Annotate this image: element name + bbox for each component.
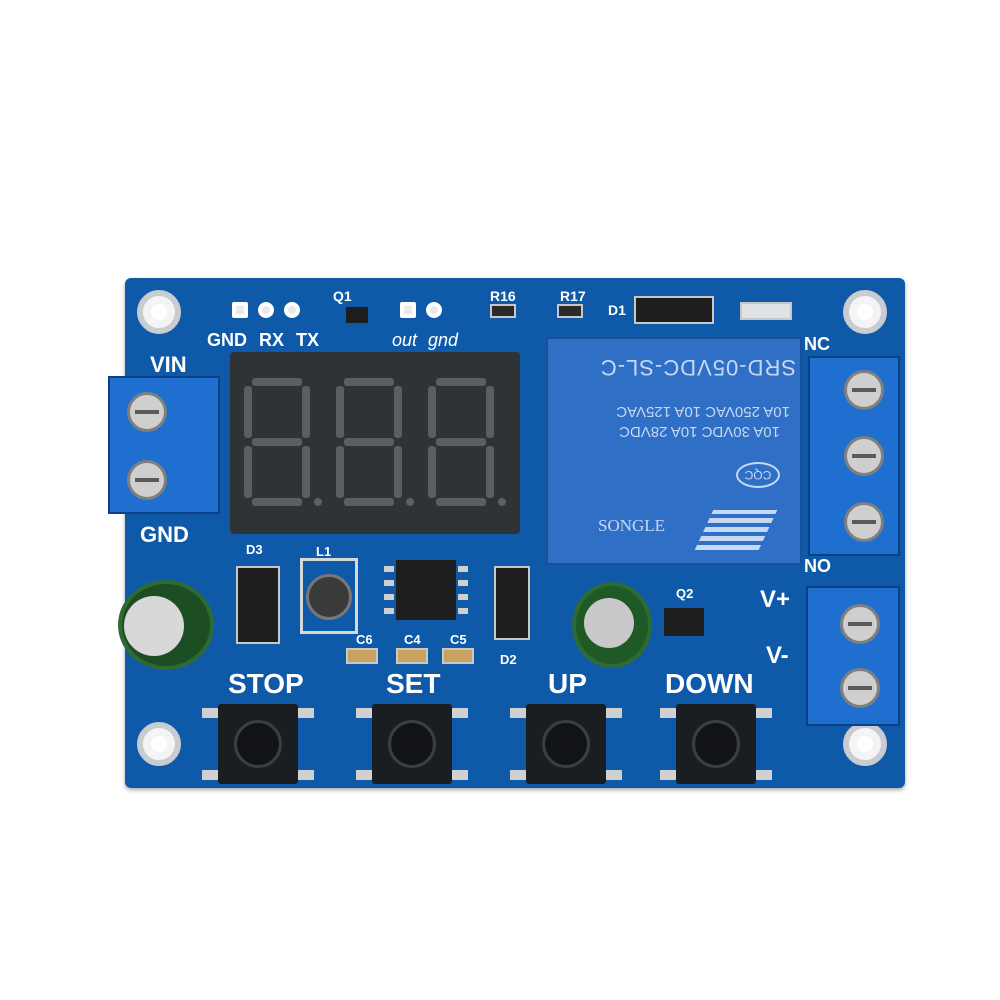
regulator-ic: [396, 560, 456, 620]
d2-label: D2: [500, 652, 517, 667]
d1-diode: [634, 296, 714, 324]
d1-label: D1: [608, 302, 626, 318]
cqc-mark: CQC: [736, 462, 780, 488]
out-label: out: [392, 330, 418, 350]
header-tx-label: TX: [296, 330, 320, 350]
seven-segment-display: [230, 352, 520, 534]
c5-label: C5: [450, 632, 467, 647]
com-screw[interactable]: [844, 436, 884, 476]
relay-brand: SONGLE: [598, 516, 666, 535]
mounting-hole-top-right: [843, 290, 887, 334]
l1-label: L1: [316, 544, 332, 559]
no-screw[interactable]: [844, 502, 884, 542]
r17-label: R17: [560, 288, 586, 304]
q1-label: Q1: [333, 288, 352, 304]
c4-capacitor: [396, 648, 428, 664]
c5-capacitor: [442, 648, 474, 664]
up-button[interactable]: [510, 704, 622, 784]
r16-label: R16: [490, 288, 516, 304]
out-pad: [400, 302, 416, 318]
r16-resistor: [490, 304, 516, 318]
set-button[interactable]: [356, 704, 468, 784]
vin-label: VIN: [150, 352, 187, 377]
v-plus-label: V+: [760, 586, 791, 613]
relay-rating-dc: 10A 30VDC 10A 28VDC: [619, 423, 780, 440]
c4-label: C4: [404, 632, 421, 647]
q2-label: Q2: [676, 586, 694, 601]
header-pad-tx: [284, 302, 300, 318]
header-gnd-label: GND: [207, 330, 247, 350]
down-button[interactable]: [660, 704, 772, 784]
mounting-hole-bottom-left: [137, 722, 181, 766]
vin-screw[interactable]: [127, 392, 167, 432]
header-pad-rx: [258, 302, 274, 318]
mounting-hole-bottom-right: [843, 722, 887, 766]
gnd-small-label: gnd: [428, 330, 459, 350]
q2-transistor: [664, 608, 704, 636]
gnd-screw[interactable]: [127, 460, 167, 500]
v-minus-label: V-: [766, 642, 789, 669]
c6-capacitor: [346, 648, 378, 664]
vin-terminal-block: [108, 376, 220, 514]
q1-transistor: [346, 307, 368, 323]
v-minus-screw[interactable]: [840, 668, 880, 708]
d3-label: D3: [246, 542, 263, 557]
r17-resistor: [557, 304, 583, 318]
nc-label: NC: [804, 334, 830, 354]
capacitor-left-top: [124, 596, 184, 656]
relay-rating-ac: 10A 250VAC 10A 125VAC: [616, 403, 790, 420]
set-label: SET: [386, 668, 441, 699]
up-label: UP: [548, 668, 587, 699]
gnd-pad: [426, 302, 442, 318]
v-plus-screw[interactable]: [840, 604, 880, 644]
l1-outline: [300, 558, 358, 634]
header-pad-gnd: [232, 302, 248, 318]
d3-diode: [236, 566, 280, 644]
mounting-hole-top-left: [137, 290, 181, 334]
l1-inductor: [306, 574, 352, 620]
no-label: NO: [804, 556, 831, 576]
led: [740, 302, 792, 320]
stop-label: STOP: [228, 668, 304, 699]
d2-diode: [494, 566, 530, 640]
c6-label: C6: [356, 632, 373, 647]
nc-screw[interactable]: [844, 370, 884, 410]
gnd-power-label: GND: [140, 522, 189, 547]
relay-model: SRD-05VDC-SL-C: [599, 355, 796, 380]
capacitor-right-top: [584, 598, 634, 648]
stop-button[interactable]: [202, 704, 314, 784]
down-label: DOWN: [665, 668, 754, 699]
header-rx-label: RX: [259, 330, 285, 350]
